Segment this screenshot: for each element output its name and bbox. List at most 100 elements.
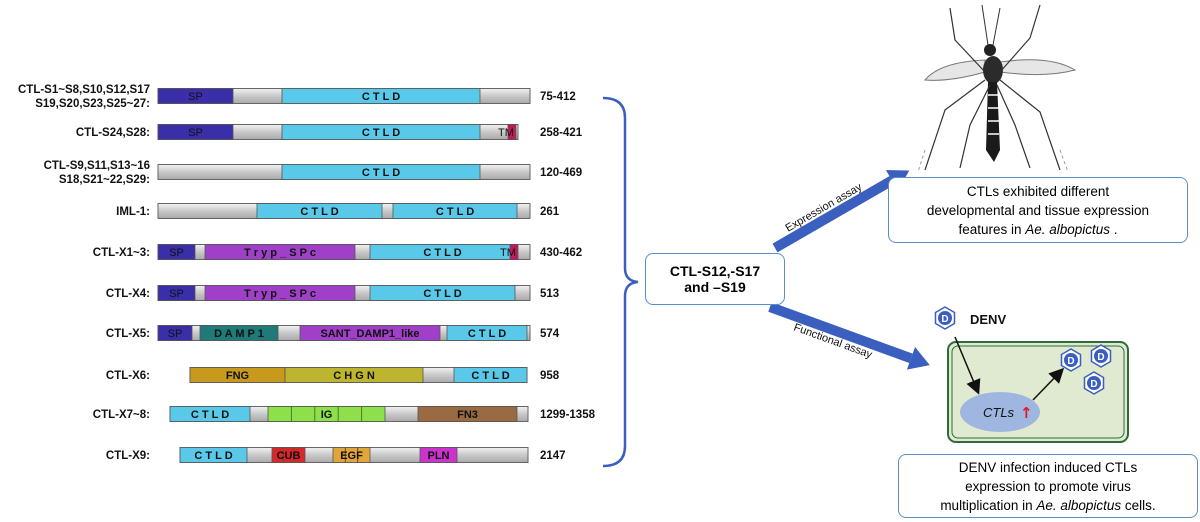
functional-box: DENV infection induced CTLs expression t… bbox=[898, 454, 1198, 518]
domain-ig bbox=[267, 406, 386, 422]
domain-label: SP bbox=[188, 91, 203, 103]
center-line-1: CTL-S12,-S17 bbox=[669, 263, 761, 279]
protein-label-line: CTL-X9: bbox=[106, 450, 150, 462]
release-arrow bbox=[1032, 367, 1065, 401]
domain-ctld bbox=[281, 124, 481, 140]
expression-line-1: CTLs exhibited different bbox=[966, 183, 1110, 199]
protein-label: CTL-X6: bbox=[106, 370, 150, 382]
domain-label: D A M P 1 bbox=[214, 328, 264, 340]
domain-tryp-spc bbox=[204, 244, 356, 260]
svg-text:D: D bbox=[1097, 352, 1104, 363]
functional-arrow bbox=[768, 302, 930, 370]
domain-label: C T L D bbox=[423, 247, 461, 259]
protein-length: 258-421 bbox=[540, 127, 583, 139]
domain-ctld bbox=[281, 88, 481, 104]
domain-ctld bbox=[169, 406, 251, 422]
domain-label: SP bbox=[168, 328, 183, 340]
protein-label-line: CTL-X1~3: bbox=[93, 247, 150, 259]
domain-damp1 bbox=[199, 325, 279, 341]
protein-label-line: CTL-X7~8: bbox=[93, 409, 150, 421]
domain-ctld bbox=[281, 164, 481, 180]
expression-line-3: features in Ae. albopictus . bbox=[958, 221, 1118, 237]
protein-label: IML-1: bbox=[116, 206, 150, 218]
up-arrow-icon: ↑ bbox=[1020, 404, 1033, 422]
virus-inside-1: D bbox=[1060, 348, 1082, 372]
protein-length: 958 bbox=[540, 370, 560, 382]
protein-label-line: S18,S21~22,S29: bbox=[59, 174, 150, 186]
protein-row: CTL-X1~3: SP T r y p _ S P c C T L D TM 430-4… bbox=[93, 244, 582, 260]
domain-fn3 bbox=[417, 406, 518, 422]
domain-label: PLN bbox=[428, 450, 450, 462]
protein-length: 2147 bbox=[540, 450, 566, 462]
svg-text:D: D bbox=[1067, 356, 1074, 367]
domain-label: C T L D bbox=[436, 206, 474, 218]
domain-label: C T L D bbox=[423, 288, 461, 300]
protein-label-line: S19,S20,S23,S25~27: bbox=[35, 98, 150, 110]
domain-sp bbox=[157, 124, 234, 140]
domain-label: CUB bbox=[277, 450, 301, 462]
protein-label-line: CTL-S24,S28: bbox=[76, 127, 150, 139]
ctls-label: CTLs bbox=[983, 405, 1015, 420]
domain-label: SP bbox=[169, 247, 184, 259]
domain-sp bbox=[157, 88, 234, 104]
domain-label: C H G N bbox=[333, 370, 375, 382]
domain-sp bbox=[157, 285, 196, 301]
protein-label-line: CTL-S9,S11,S13~16 bbox=[44, 160, 150, 172]
domain-egf bbox=[332, 447, 371, 463]
entry-arrow bbox=[954, 336, 981, 395]
protein-length: 513 bbox=[540, 288, 559, 300]
domain-label: IG bbox=[321, 409, 333, 421]
protein-length: 120-469 bbox=[540, 167, 582, 179]
domain-ctld bbox=[446, 325, 528, 341]
domain-label: C T L D bbox=[194, 450, 232, 462]
virus-inside-2: D bbox=[1090, 344, 1112, 368]
svg-text:D: D bbox=[941, 314, 948, 325]
protein-label: CTL-X7~8: bbox=[93, 409, 150, 421]
protein-row: CTL-X4: SP T r y p _ S P c C T L D 513 bbox=[106, 285, 559, 301]
cell-diagram bbox=[947, 336, 1129, 443]
domain-sp bbox=[157, 244, 196, 260]
protein-label-line: CTL-X6: bbox=[106, 370, 150, 382]
functional-line-1: DENV infection induced CTLs bbox=[958, 459, 1138, 475]
domain-sp bbox=[157, 325, 193, 341]
center-line-2: and –S19 bbox=[684, 279, 746, 295]
nucleus bbox=[960, 392, 1040, 432]
protein-length: 1299-1358 bbox=[540, 409, 596, 421]
protein-length: 430-462 bbox=[540, 247, 582, 259]
protein-label-line: CTL-X5: bbox=[106, 328, 150, 340]
domain-label: T r y p _ S P c bbox=[244, 247, 316, 259]
domain-pln bbox=[419, 447, 458, 463]
functional-line-2: expression to promote virus bbox=[965, 478, 1131, 494]
domain-ctld bbox=[179, 447, 248, 463]
domain-label: SP bbox=[169, 288, 184, 300]
domain-tm bbox=[509, 244, 519, 260]
domain-label: TM bbox=[498, 127, 514, 139]
protein-label: CTL-X9: bbox=[106, 450, 150, 462]
domain-label: C T L D bbox=[300, 206, 338, 218]
domain-label: C T L D bbox=[362, 167, 400, 179]
svg-text:D: D bbox=[1090, 379, 1097, 390]
domain-ctld-1 bbox=[256, 203, 383, 219]
domain-label: TM bbox=[500, 247, 516, 259]
mosquito-illustration bbox=[917, 4, 1077, 173]
protein-label: CTL-X1~3: bbox=[93, 247, 150, 259]
domain-cub bbox=[271, 447, 306, 463]
denv-label: DENV bbox=[970, 312, 1006, 327]
domain-label: C T L D bbox=[468, 328, 506, 340]
domain-label: T r y p _ S P c bbox=[244, 288, 316, 300]
domain-label: FNG bbox=[226, 370, 249, 382]
domain-chgn bbox=[284, 367, 424, 383]
functional-line-3: multiplication in Ae. albopictus cells. bbox=[940, 497, 1156, 513]
protein-label-line: CTL-X4: bbox=[106, 288, 150, 300]
domain-sant-damp1-like bbox=[299, 325, 441, 341]
